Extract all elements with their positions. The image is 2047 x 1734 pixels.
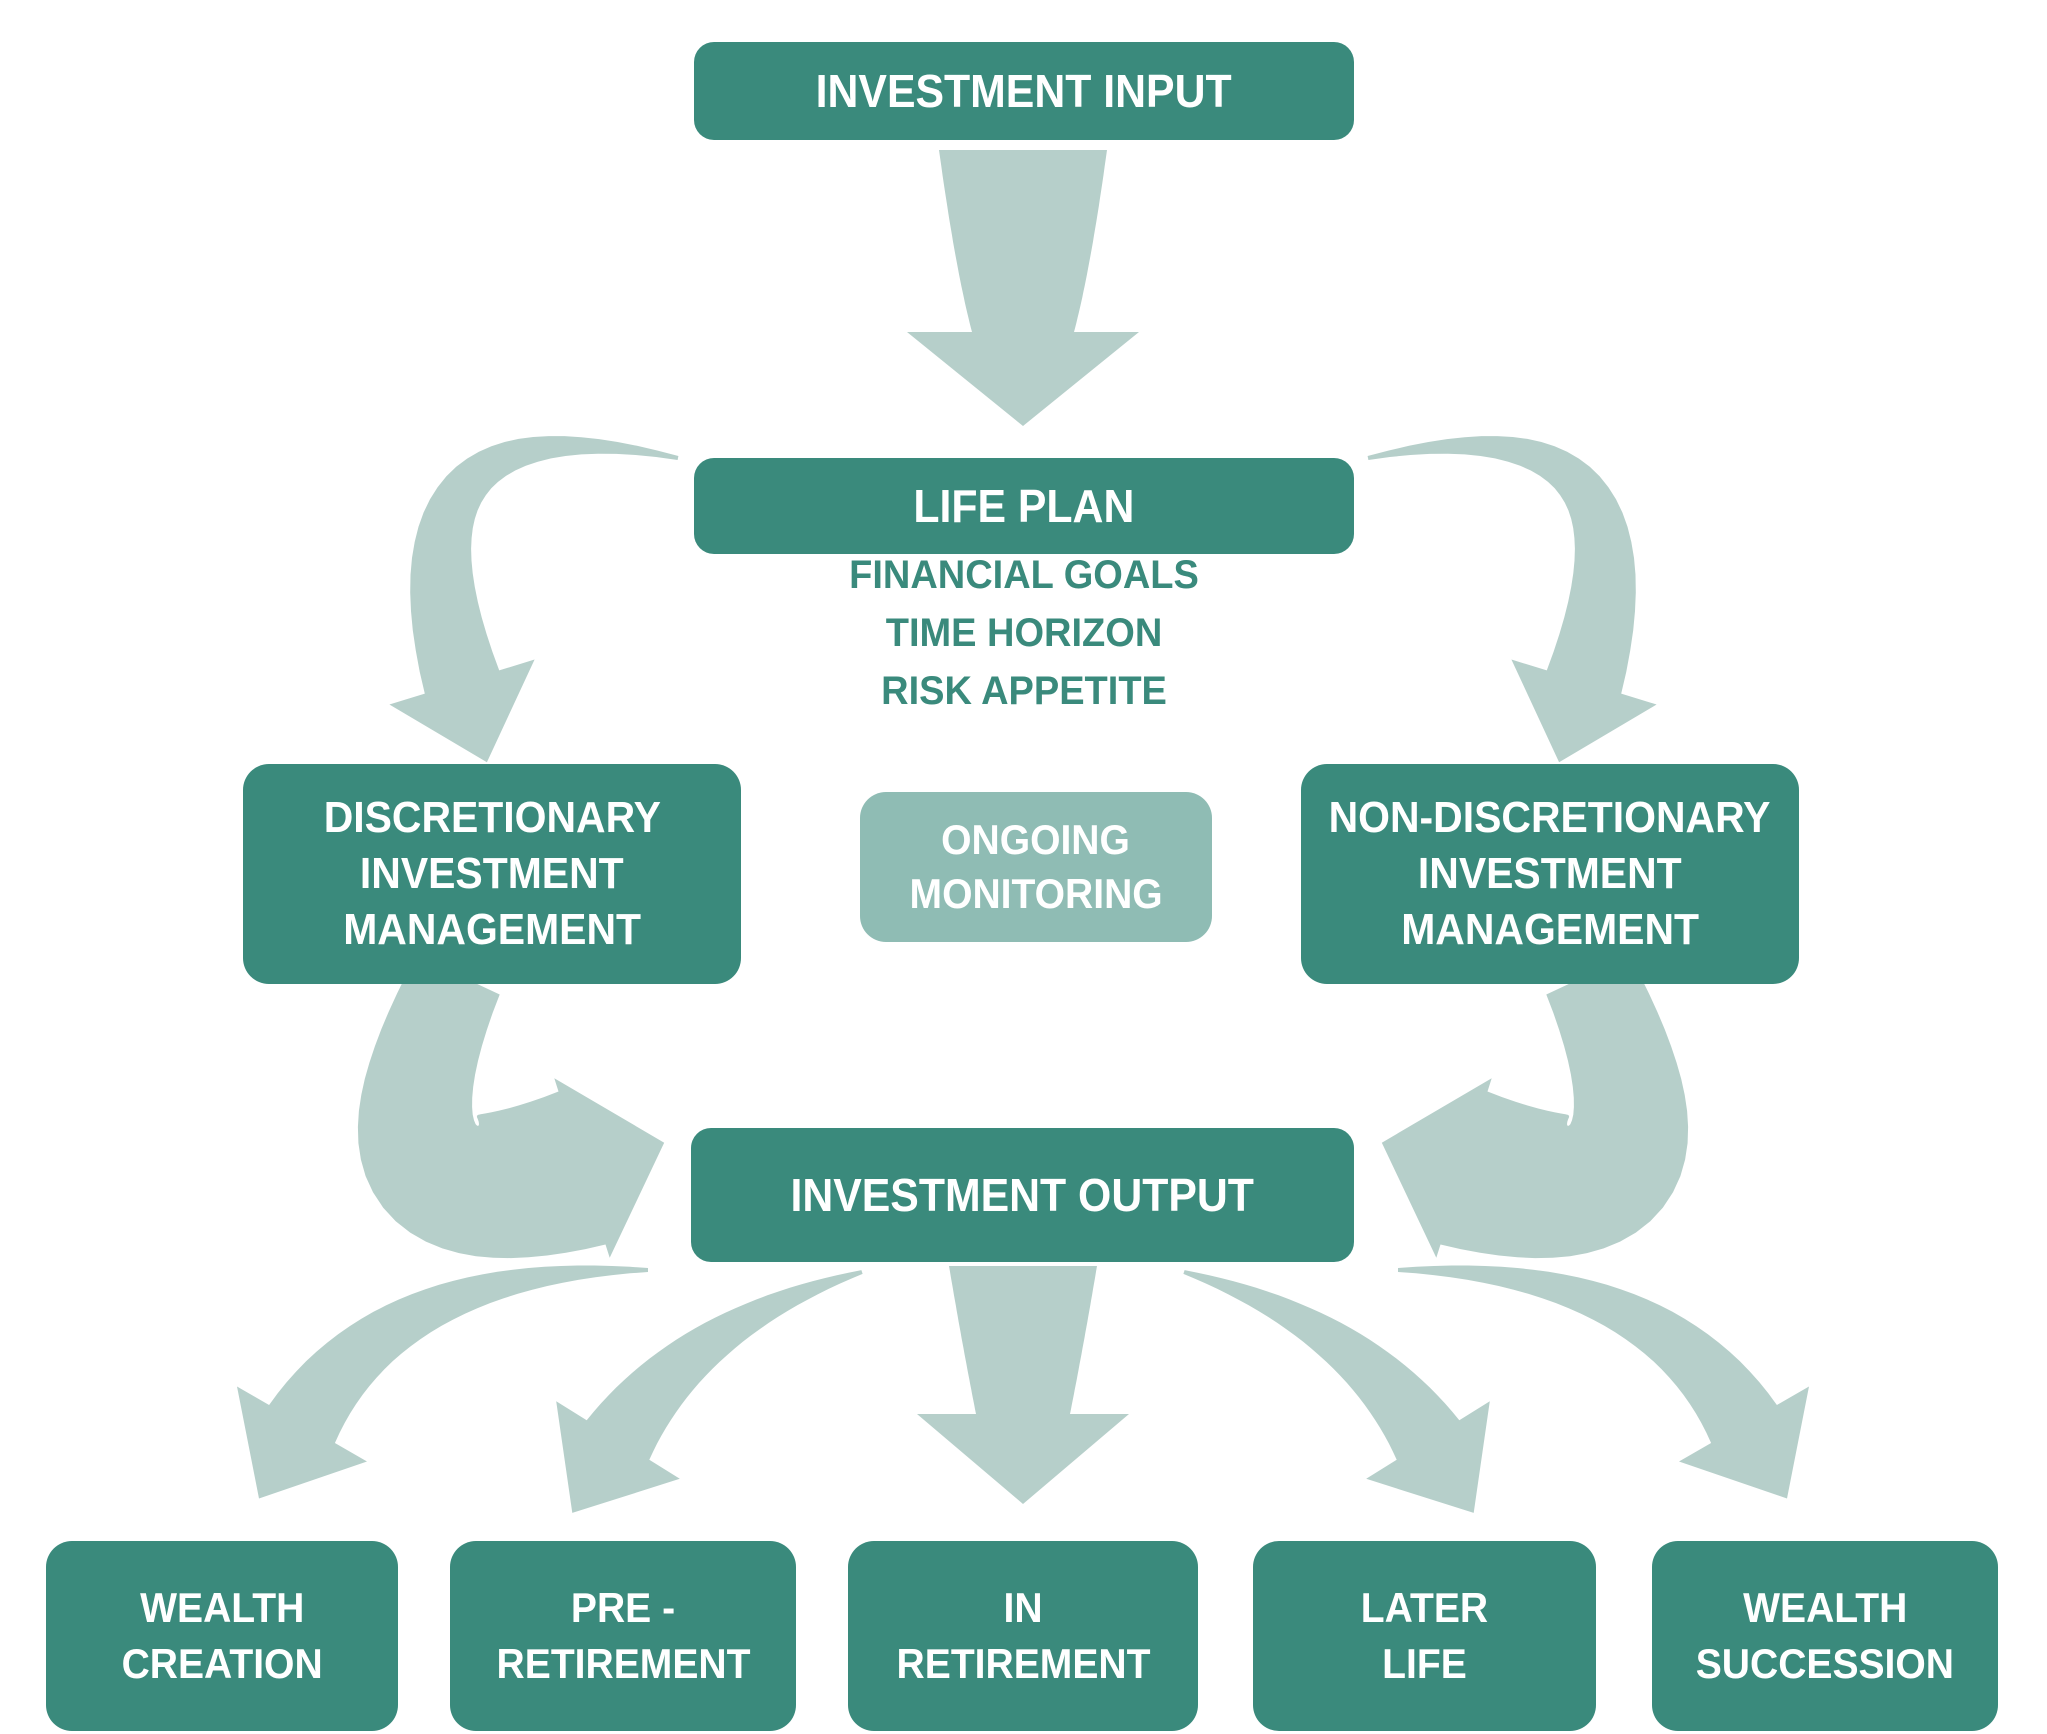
pre-retirement-line-2: RETIREMENT <box>496 1640 750 1687</box>
detail-risk-appetite: RISK APPETITE <box>881 669 1167 713</box>
arrow-lifeplan-to-discretionary <box>389 436 679 763</box>
monitoring-line-2: MONITORING <box>909 870 1163 917</box>
detail-financial-goals: FINANCIAL GOALS <box>849 553 1199 597</box>
wealth-creation-line-2: CREATION <box>121 1640 323 1687</box>
arrow-output-to-later-life <box>1183 1270 1490 1513</box>
arrow-output-to-wealth-creation <box>237 1265 648 1499</box>
arrow-output-to-in-retirement <box>917 1266 1129 1504</box>
wealth-creation-box: WEALTH CREATION <box>46 1541 398 1731</box>
arrow-discretionary-to-output <box>357 955 665 1259</box>
pre-retirement-line-1: PRE - <box>570 1584 676 1631</box>
in-retirement-box: IN RETIREMENT <box>848 1541 1198 1731</box>
life-plan-label: LIFE PLAN <box>913 480 1135 532</box>
discretionary-line-3: MANAGEMENT <box>343 905 641 954</box>
non-discretionary-management-box: NON-DISCRETIONARY INVESTMENT MANAGEMENT <box>1301 764 1799 984</box>
discretionary-line-1: DISCRETIONARY <box>323 793 661 842</box>
later-life-line-1: LATER <box>1360 1584 1489 1631</box>
ongoing-monitoring-box: ONGOING MONITORING <box>860 792 1212 942</box>
non-discretionary-line-1: NON-DISCRETIONARY <box>1329 793 1771 842</box>
arrow-nondiscretionary-to-output <box>1381 955 1689 1259</box>
non-discretionary-line-2: INVESTMENT <box>1418 849 1682 898</box>
in-retirement-line-2: RETIREMENT <box>896 1640 1150 1687</box>
life-plan-box: LIFE PLAN <box>694 458 1354 554</box>
monitoring-line-1: ONGOING <box>941 816 1131 863</box>
investment-input-box: INVESTMENT INPUT <box>694 42 1354 140</box>
arrow-output-to-pre-retirement <box>556 1270 863 1513</box>
life-plan-details: FINANCIAL GOALS TIME HORIZON RISK APPETI… <box>694 546 1354 720</box>
in-retirement-line-1: IN <box>1003 1584 1043 1631</box>
wealth-succession-line-1: WEALTH <box>1742 1584 1908 1631</box>
discretionary-management-box: DISCRETIONARY INVESTMENT MANAGEMENT <box>243 764 741 984</box>
non-discretionary-line-3: MANAGEMENT <box>1401 905 1699 954</box>
wealth-creation-line-1: WEALTH <box>139 1584 305 1631</box>
wealth-succession-line-2: SUCCESSION <box>1695 1640 1955 1687</box>
arrow-output-to-wealth-succession <box>1398 1265 1809 1499</box>
later-life-line-2: LIFE <box>1382 1640 1467 1687</box>
detail-time-horizon: TIME HORIZON <box>885 611 1163 655</box>
discretionary-line-2: INVESTMENT <box>360 849 624 898</box>
investment-output-label: INVESTMENT OUTPUT <box>790 1169 1255 1221</box>
investment-input-label: INVESTMENT INPUT <box>816 65 1232 117</box>
arrow-lifeplan-to-nondiscretionary <box>1367 436 1657 763</box>
investment-output-box: INVESTMENT OUTPUT <box>691 1128 1354 1262</box>
wealth-succession-box: WEALTH SUCCESSION <box>1652 1541 1998 1731</box>
arrow-input-to-lifeplan <box>907 150 1139 426</box>
pre-retirement-box: PRE - RETIREMENT <box>450 1541 796 1731</box>
later-life-box: LATER LIFE <box>1253 1541 1596 1731</box>
